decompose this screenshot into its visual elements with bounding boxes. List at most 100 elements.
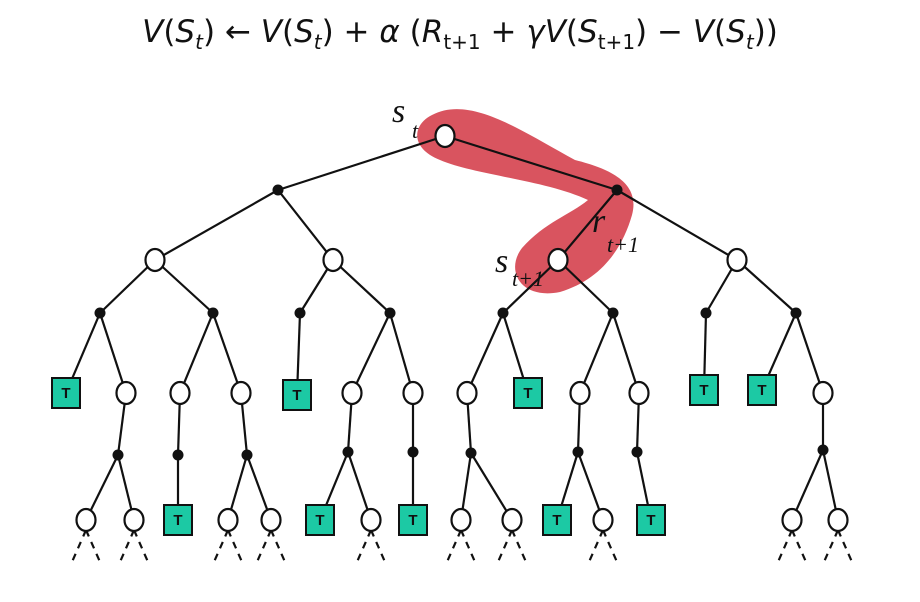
action-node <box>465 447 477 459</box>
continuation-edge <box>601 529 619 563</box>
action-node <box>384 307 396 319</box>
tree-edge <box>557 189 618 261</box>
state-node <box>322 247 344 273</box>
tree-edge <box>576 451 605 521</box>
continuation-edge <box>70 529 88 563</box>
tree-edge <box>465 312 505 394</box>
terminal-label: T <box>523 385 532 402</box>
terminal-node: T <box>398 504 428 536</box>
svg-text:s: s <box>495 243 508 280</box>
tree-edge <box>502 259 559 314</box>
state-node <box>434 123 456 149</box>
state-node <box>781 507 803 533</box>
square-box-icon <box>282 379 312 411</box>
state-node <box>360 507 382 533</box>
continuation-edge <box>790 529 808 563</box>
action-node <box>817 444 829 456</box>
state-node <box>812 380 834 406</box>
state-node <box>260 507 282 533</box>
terminal-node: T <box>305 504 335 536</box>
continuation-edge <box>836 529 854 563</box>
tree-edge <box>99 259 156 314</box>
state-node <box>402 380 424 406</box>
tree-edge <box>578 312 615 394</box>
state-node <box>827 507 849 533</box>
square-box-icon <box>689 374 719 406</box>
state-node <box>230 380 252 406</box>
terminal-node: T <box>163 504 193 536</box>
state-node <box>217 507 239 533</box>
state-node <box>547 247 569 273</box>
terminal-label: T <box>552 512 561 529</box>
action-node <box>112 449 124 461</box>
state-node <box>75 507 97 533</box>
square-box-icon <box>51 377 81 409</box>
state-node <box>144 247 166 273</box>
continuation-edge <box>212 529 230 563</box>
continuation-edge <box>445 529 463 563</box>
continuation-edge <box>84 529 102 563</box>
terminal-label: T <box>699 382 708 399</box>
action-node <box>572 446 584 458</box>
tree-edge <box>85 454 119 521</box>
action-node <box>611 184 623 196</box>
state-node <box>628 380 650 406</box>
continuation-edge <box>269 529 287 563</box>
tree-edge <box>277 134 446 192</box>
terminal-node: T <box>747 374 777 406</box>
state-node <box>450 507 472 533</box>
continuation-edge <box>226 529 244 563</box>
square-box-icon <box>542 504 572 536</box>
state-node <box>592 507 614 533</box>
continuation-edge <box>510 529 528 563</box>
svg-text:s: s <box>392 93 405 130</box>
action-node <box>207 307 219 319</box>
tree-edge <box>154 189 279 261</box>
action-node <box>700 307 712 319</box>
action-node <box>342 446 354 458</box>
action-node <box>631 446 643 458</box>
tree-edge <box>178 312 215 394</box>
tree-edge <box>611 312 641 394</box>
tree-edge <box>794 312 825 394</box>
tree-edge <box>470 452 513 521</box>
terminal-node: T <box>51 377 81 409</box>
action-node <box>94 307 106 319</box>
continuation-edge <box>255 529 273 563</box>
state-node <box>569 380 591 406</box>
tree-edge <box>616 189 738 261</box>
label-s-t1: s t+1 <box>495 243 544 291</box>
tree-edge <box>277 189 334 261</box>
terminal-node: T <box>542 504 572 536</box>
td-backup-highlight <box>417 109 634 294</box>
action-node <box>607 307 619 319</box>
action-node <box>272 184 284 196</box>
action-node <box>497 307 509 319</box>
terminal-label: T <box>757 382 766 399</box>
continuation-edge <box>132 529 150 563</box>
terminal-label: T <box>315 512 324 529</box>
terminal-node: T <box>689 374 719 406</box>
tree-edge <box>444 134 618 192</box>
tree-edge <box>211 312 243 394</box>
tree-edge <box>98 312 128 394</box>
action-node <box>294 307 306 319</box>
tree-edge <box>388 312 415 394</box>
tree-edge <box>736 259 797 314</box>
state-node <box>456 380 478 406</box>
continuation-edge <box>776 529 794 563</box>
continuation-edge <box>496 529 514 563</box>
action-node <box>172 449 184 461</box>
continuation-edge <box>587 529 605 563</box>
tree-edge <box>332 259 391 314</box>
state-node <box>341 380 363 406</box>
label-s-t: s t <box>392 93 419 143</box>
action-node <box>241 449 253 461</box>
tree-edge <box>154 259 214 314</box>
terminal-label: T <box>292 387 301 404</box>
terminal-label: T <box>408 512 417 529</box>
square-box-icon <box>163 504 193 536</box>
terminal-node: T <box>513 377 543 409</box>
terminal-node: T <box>636 504 666 536</box>
